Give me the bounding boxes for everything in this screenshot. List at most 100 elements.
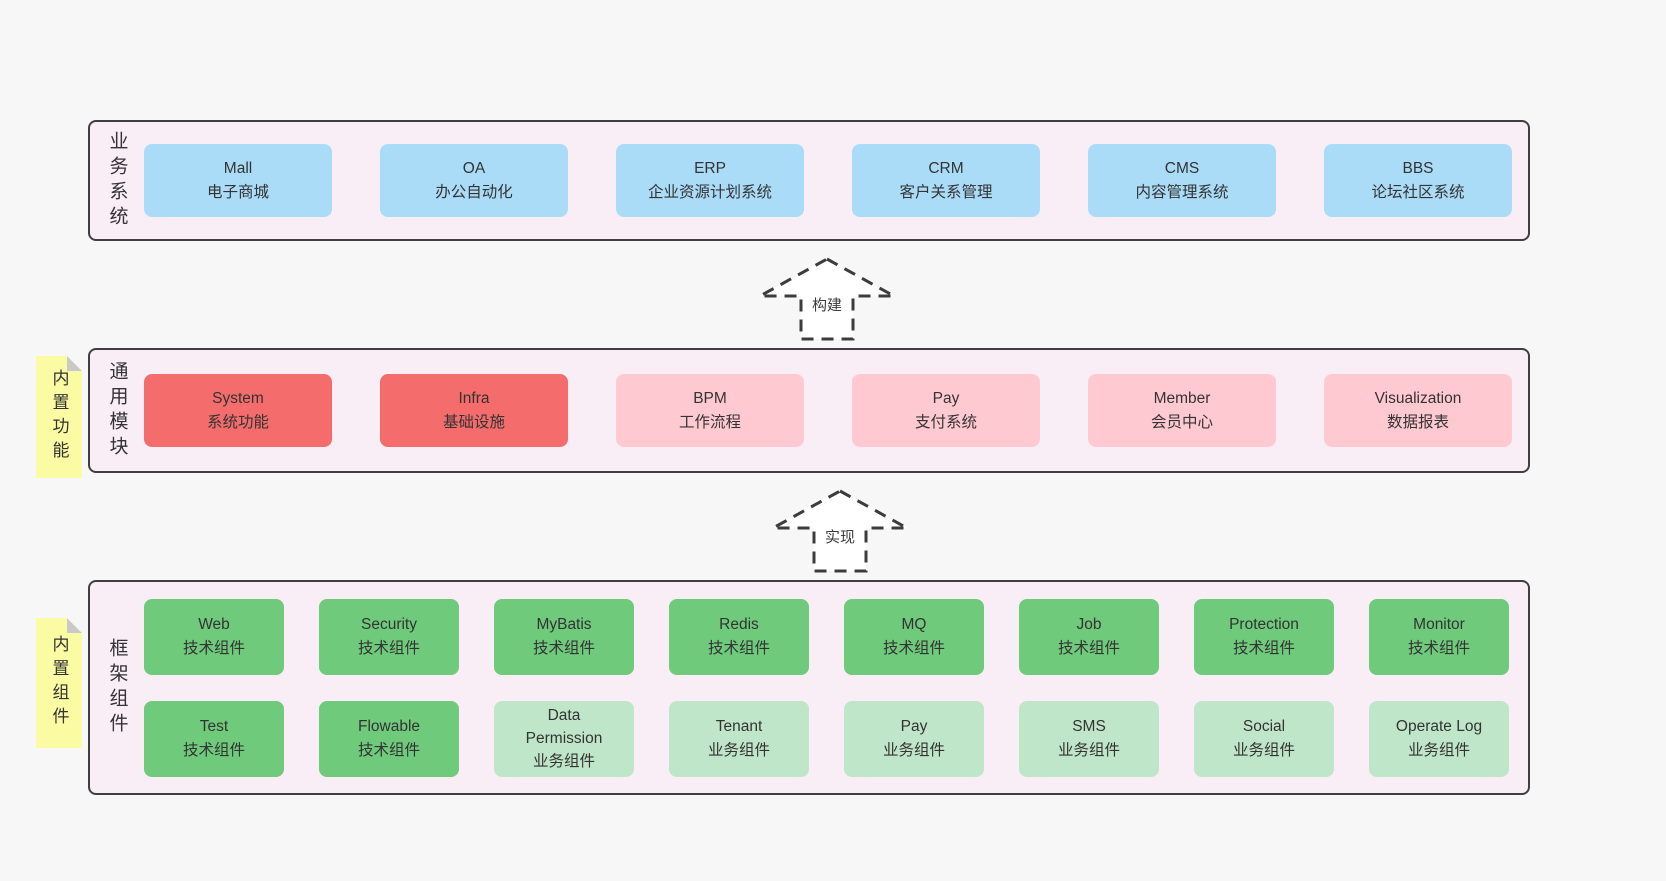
box-subtitle: 企业资源计划系统 <box>647 183 772 201</box>
module-box-bpm: BPM 工作流程 <box>616 374 804 447</box>
section-label-framework-components: 框架组件 <box>106 637 128 738</box>
box-title: OA <box>462 160 486 178</box>
build-arrow: 构建 <box>757 256 897 342</box>
module-box-social: Social 业务组件 <box>1194 700 1334 777</box>
box-subtitle: 业务组件 <box>882 741 945 759</box>
box-title: Test <box>199 718 229 736</box>
sticky-tag-text: 内置功能 <box>49 369 69 465</box>
box-title: BPM <box>693 390 727 408</box>
module-box-test: Test 技术组件 <box>144 700 284 777</box>
box-subtitle: 内容管理系统 <box>1135 183 1229 201</box>
box-subtitle: 支付系统 <box>914 413 977 431</box>
box-subtitle: 业务组件 <box>707 741 770 759</box>
box-subtitle: 技术组件 <box>1057 639 1120 657</box>
box-title: Social <box>1242 718 1286 736</box>
box-subtitle: 论坛社区系统 <box>1371 183 1465 201</box>
module-box-cms: CMS 内容管理系统 <box>1088 144 1276 217</box>
box-title: MyBatis <box>536 616 592 634</box>
box-subtitle: 工作流程 <box>678 413 741 431</box>
module-box-mybatis: MyBatis 技术组件 <box>494 598 634 675</box>
box-subtitle: 技术组件 <box>182 639 245 657</box>
box-subtitle: 业务组件 <box>1232 741 1295 759</box>
box-subtitle: 电子商城 <box>206 183 269 201</box>
box-title: Protection <box>1229 616 1299 634</box>
box-subtitle: 业务组件 <box>1057 741 1120 759</box>
box-title: Security <box>361 616 417 634</box>
box-title: BBS <box>1402 160 1434 178</box>
box-subtitle: 技术组件 <box>357 741 420 759</box>
box-subtitle: 数据报表 <box>1386 413 1449 431</box>
box-subtitle: 基础设施 <box>442 413 505 431</box>
box-subtitle: 办公自动化 <box>435 183 513 201</box>
box-title: Data Permission <box>525 706 603 747</box>
module-box-infra: Infra 基础设施 <box>380 374 568 447</box>
module-box-web: Web 技术组件 <box>144 598 284 675</box>
box-subtitle: 技术组件 <box>182 741 245 759</box>
box-title: Mall <box>223 160 253 178</box>
folded-corner-icon <box>67 618 82 633</box>
module-box-pay: Pay 业务组件 <box>844 700 984 777</box>
box-title: Web <box>198 616 230 634</box>
box-title: Pay <box>900 718 928 736</box>
module-box-job: Job 技术组件 <box>1019 598 1159 675</box>
box-title: Infra <box>458 390 490 408</box>
box-subtitle: 技术组件 <box>357 639 420 657</box>
box-title: CRM <box>928 160 964 178</box>
box-subtitle: 业务组件 <box>1407 741 1470 759</box>
box-title: Job <box>1076 616 1102 634</box>
module-box-member: Member 会员中心 <box>1088 374 1276 447</box>
folded-corner-icon <box>67 356 82 371</box>
module-box-bbs: BBS 论坛社区系统 <box>1324 144 1512 217</box>
implement-arrow-label: 实现 <box>821 526 859 547</box>
box-title: ERP <box>694 160 726 178</box>
module-box-redis: Redis 技术组件 <box>669 598 809 675</box>
box-row: Mall 电子商城 OA 办公自动化 ERP 企业资源计划系统 CRM 客户关系管理 CMS 内容… <box>144 144 1516 217</box>
box-subtitle: 业务组件 <box>532 753 595 771</box>
module-box-sms: SMS 业务组件 <box>1019 700 1159 777</box>
module-box-security: Security 技术组件 <box>319 598 459 675</box>
sticky-tag-builtin-features: 内置功能 <box>36 356 82 478</box>
build-arrow-label: 构建 <box>808 294 846 315</box>
module-box-oa: OA 办公自动化 <box>380 144 568 217</box>
box-subtitle: 技术组件 <box>707 639 770 657</box>
module-box-data-permission: Data Permission 业务组件 <box>494 700 634 777</box>
module-box-flowable: Flowable 技术组件 <box>319 700 459 777</box>
box-title: Flowable <box>357 718 421 736</box>
module-box-mq: MQ 技术组件 <box>844 598 984 675</box>
module-box-visualization: Visualization 数据报表 <box>1324 374 1512 447</box>
box-title: Redis <box>719 616 759 634</box>
box-subtitle: 客户关系管理 <box>899 183 993 201</box>
box-title: MQ <box>901 616 927 634</box>
box-subtitle: 技术组件 <box>882 639 945 657</box>
box-title: Tenant <box>715 718 763 736</box>
box-subtitle: 系统功能 <box>206 413 269 431</box>
module-box-mall: Mall 电子商城 <box>144 144 332 217</box>
box-subtitle: 技术组件 <box>1407 639 1470 657</box>
box-title: CMS <box>1164 160 1200 178</box>
module-box-erp: ERP 企业资源计划系统 <box>616 144 804 217</box>
module-box-pay: Pay 支付系统 <box>852 374 1040 447</box>
box-title: Visualization <box>1374 390 1462 408</box>
box-subtitle: 会员中心 <box>1150 413 1213 431</box>
section-label-common-modules: 通用模块 <box>106 360 128 461</box>
box-subtitle: 技术组件 <box>532 639 595 657</box>
box-title: Operate Log <box>1395 718 1483 736</box>
sticky-tag-builtin-components: 内置组件 <box>36 618 82 748</box>
box-title: Monitor <box>1413 616 1465 634</box>
box-title: Pay <box>932 390 960 408</box>
module-box-protection: Protection 技术组件 <box>1194 598 1334 675</box>
box-subtitle: 技术组件 <box>1232 639 1295 657</box>
box-title: Member <box>1153 390 1211 408</box>
sticky-tag-text: 内置组件 <box>49 635 69 731</box>
box-title: SMS <box>1072 718 1106 736</box>
module-box-tenant: Tenant 业务组件 <box>669 700 809 777</box>
